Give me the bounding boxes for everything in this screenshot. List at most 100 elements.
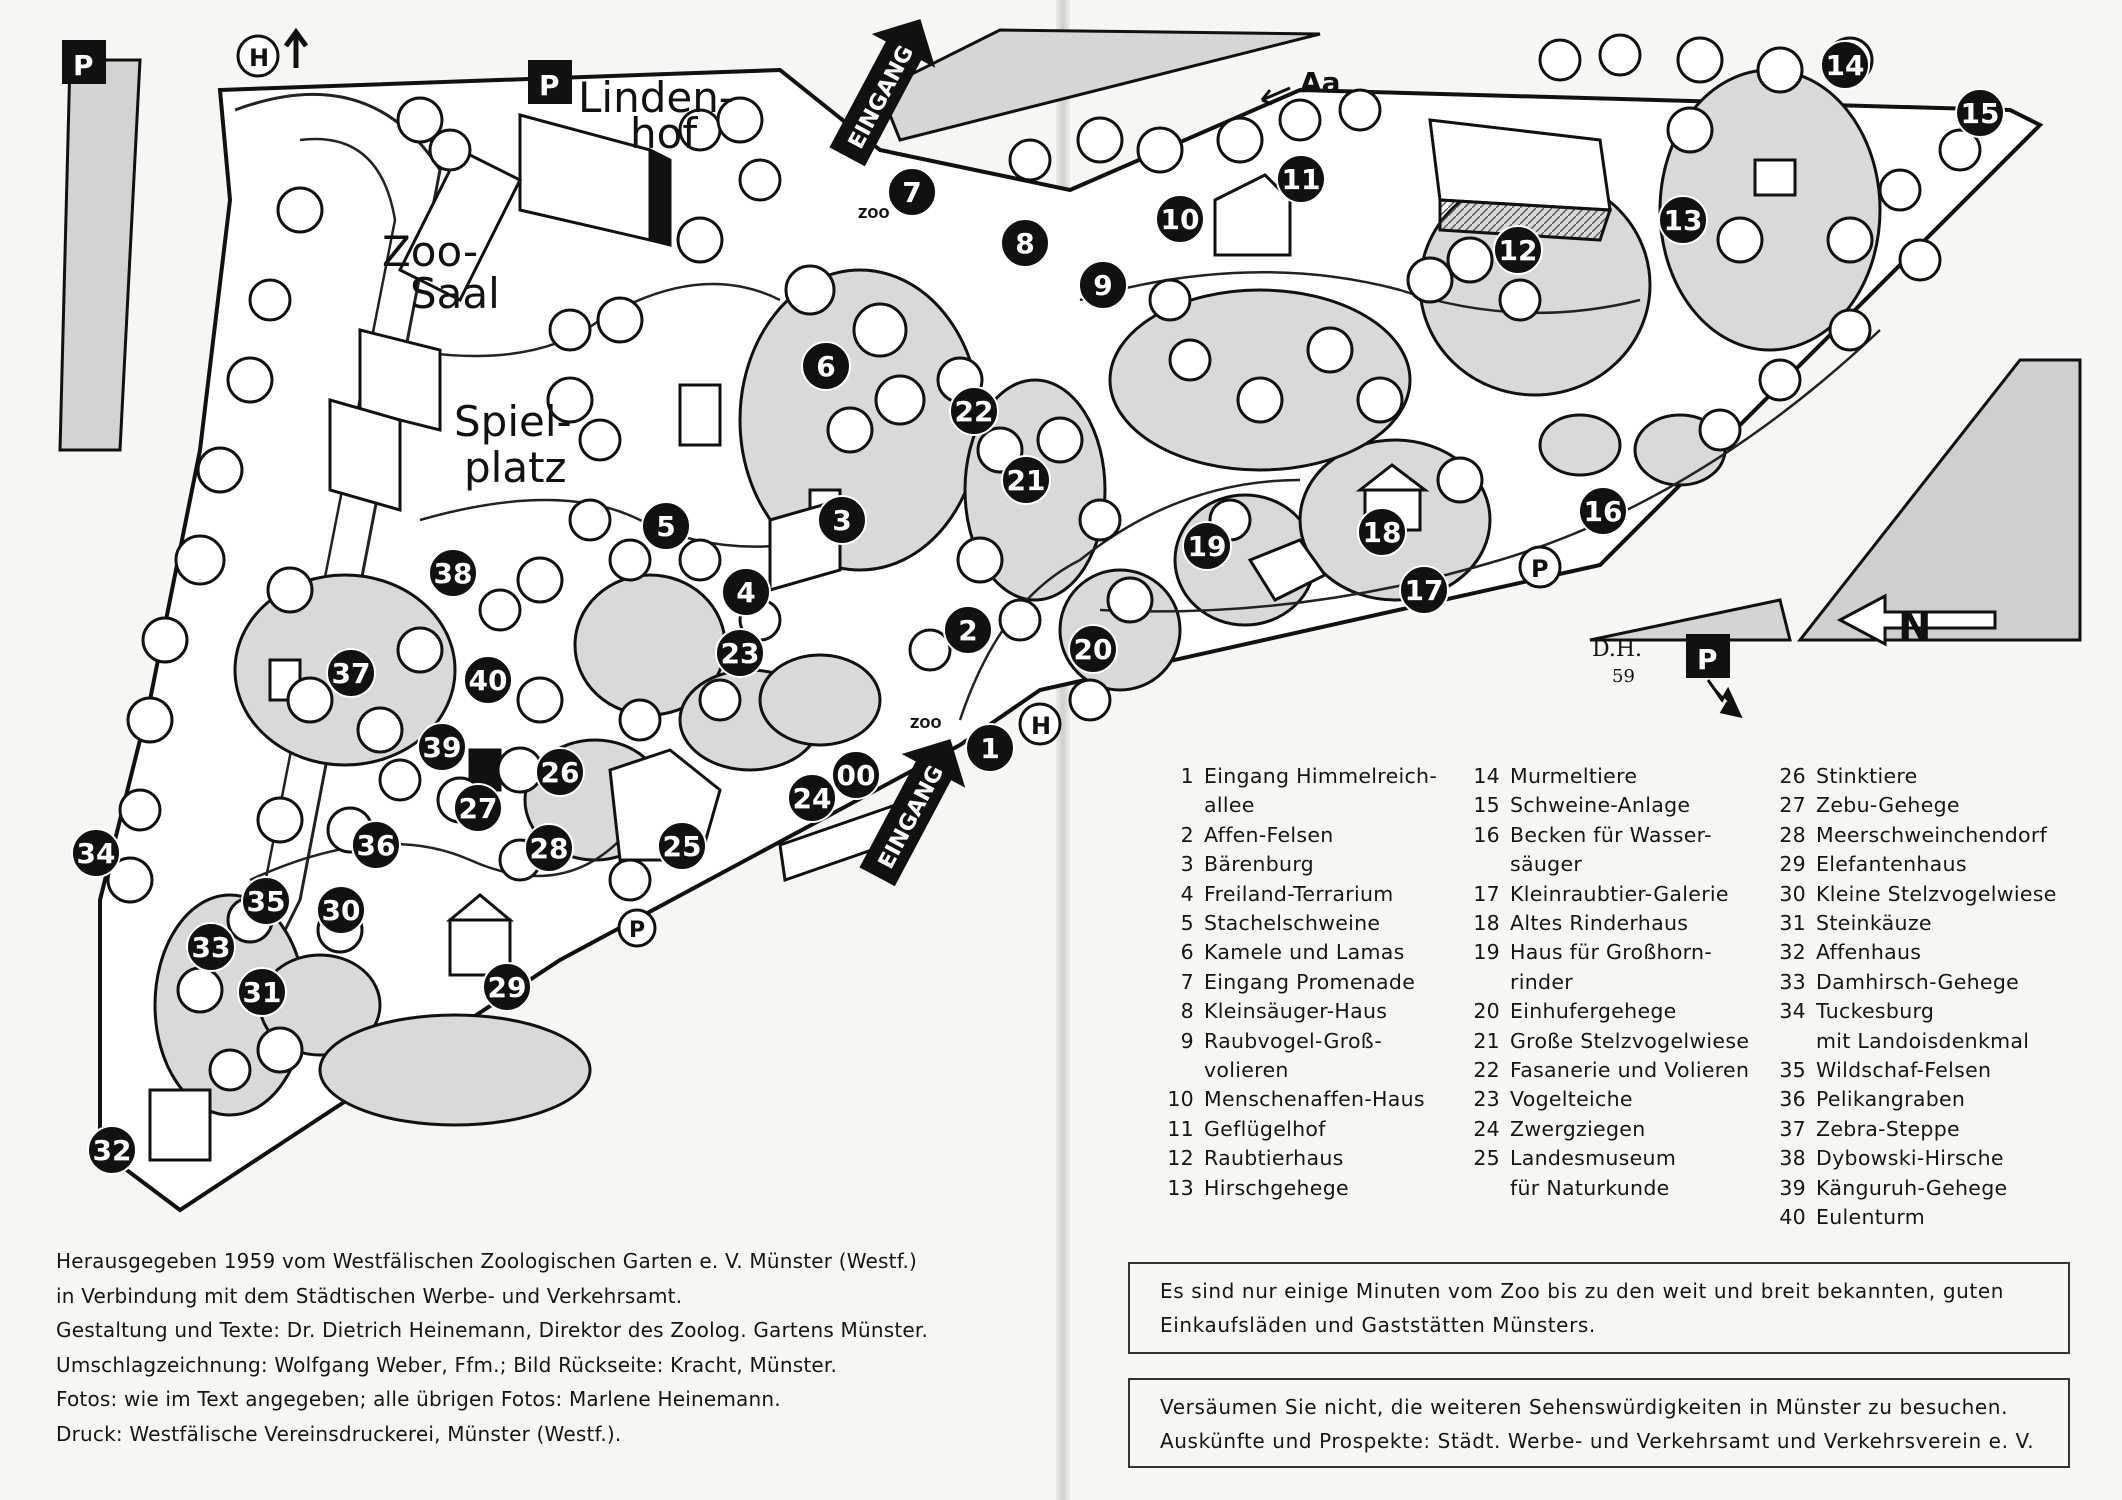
marker-31: 31 bbox=[237, 967, 287, 1017]
legend-label: Menschenaffen-Haus bbox=[1204, 1087, 1425, 1112]
marker-19: 19 bbox=[1182, 521, 1232, 571]
marker-number: 3 bbox=[832, 504, 851, 537]
number-markers: 1234567891011121314151617181920212223242… bbox=[71, 40, 2005, 1175]
marker-number: 00 bbox=[837, 759, 876, 792]
credits-line: Herausgegeben 1959 vom Westfälischen Zoo… bbox=[56, 1249, 918, 1273]
legend-number: 22 bbox=[1473, 1058, 1500, 1083]
north-arrow: N bbox=[1836, 593, 1997, 650]
legend-label: Hirschgehege bbox=[1204, 1175, 1349, 1200]
legend-number: 34 bbox=[1779, 999, 1806, 1024]
marker-number: 40 bbox=[469, 664, 508, 697]
legend-number: 21 bbox=[1473, 1028, 1500, 1053]
legend-label: Einhufergehege bbox=[1510, 999, 1677, 1024]
marker-15: 15 bbox=[1955, 88, 2005, 138]
marker-number: 37 bbox=[332, 657, 371, 690]
marker-10: 10 bbox=[1155, 194, 1205, 244]
marker-22: 22 bbox=[949, 386, 999, 436]
legend-label: Kleinsäuger-Haus bbox=[1204, 999, 1388, 1024]
info-line: Auskünfte und Prospekte: Städt. Werbe- u… bbox=[1160, 1429, 2035, 1453]
legend-label: Eulenturm bbox=[1816, 1205, 1926, 1230]
info-line: Einkaufsläden und Gaststätten Münsters. bbox=[1160, 1313, 1596, 1337]
marker-number: 20 bbox=[1074, 633, 1113, 666]
marker-37: 37 bbox=[326, 648, 376, 698]
marker-number: 25 bbox=[663, 830, 702, 863]
marker-number: 16 bbox=[1584, 495, 1623, 528]
marker-00: 00 bbox=[831, 750, 881, 800]
spielplatz-label-2: platz bbox=[464, 443, 567, 492]
marker-40: 40 bbox=[463, 655, 513, 705]
legend-number: 9 bbox=[1180, 1028, 1194, 1053]
legend-label: Becken für Wasser- säuger bbox=[1510, 822, 1712, 877]
legend-label: Zwergziegen bbox=[1510, 1116, 1646, 1141]
lindenhof-label: Linden- bbox=[578, 73, 734, 122]
credits-line: Fotos: wie im Text angegeben; alle übrig… bbox=[56, 1387, 781, 1411]
marker-number: 6 bbox=[816, 350, 835, 383]
marker-21: 21 bbox=[1001, 455, 1051, 505]
legend-label: Murmeltiere bbox=[1510, 764, 1638, 788]
marker-1: 1 bbox=[965, 723, 1015, 773]
marker-35: 35 bbox=[241, 876, 291, 926]
legend-item: 22 Fasanerie und Volieren bbox=[1466, 1056, 1749, 1085]
info-line: Versäumen Sie nicht, die weiteren Sehens… bbox=[1160, 1395, 2009, 1419]
legend-label: Stinktiere bbox=[1816, 764, 1918, 788]
legend-label: Känguruh-Gehege bbox=[1816, 1175, 2008, 1200]
marker-number: 19 bbox=[1188, 530, 1227, 563]
zoo-sign-bottom: ZOO bbox=[910, 717, 942, 732]
aa-arrow bbox=[1260, 86, 1291, 106]
legend-label: Fasanerie und Volieren bbox=[1510, 1058, 1750, 1083]
marker-number: 21 bbox=[1007, 464, 1046, 497]
legend-label: Affenhaus bbox=[1816, 940, 1922, 965]
legend-label: Dybowski-Hirsche bbox=[1816, 1146, 2004, 1171]
buildings bbox=[148, 113, 1797, 1162]
legend-number: 27 bbox=[1779, 793, 1806, 818]
marker-4: 4 bbox=[721, 567, 771, 617]
ring-path-left-inner bbox=[248, 137, 397, 961]
legend-number: 33 bbox=[1779, 969, 1806, 994]
marker-13: 13 bbox=[1658, 195, 1708, 245]
legend-label: Zebra-Steppe bbox=[1816, 1116, 1960, 1141]
signature: D.H. bbox=[1592, 637, 1642, 662]
marker-25: 25 bbox=[657, 821, 707, 871]
legend-number: 28 bbox=[1779, 822, 1806, 847]
svg-text:P: P bbox=[1697, 643, 1718, 676]
legend-label: Altes Rinderhaus bbox=[1510, 911, 1689, 936]
marker-32: 32 bbox=[87, 1125, 137, 1175]
legend-number: 2 bbox=[1180, 822, 1194, 847]
marker-number: 26 bbox=[541, 756, 580, 789]
parking-marker-circle-2: P bbox=[617, 908, 657, 948]
parking-marker-circle-1: P bbox=[1518, 545, 1562, 589]
legend-number: 12 bbox=[1167, 1146, 1194, 1171]
zoosaal-building bbox=[397, 147, 523, 303]
marker-number: 11 bbox=[1282, 163, 1321, 196]
marker-number: 5 bbox=[656, 510, 675, 543]
marker-number: 35 bbox=[247, 885, 286, 918]
legend-item: 8 Kleinsäuger-Haus bbox=[1160, 997, 1437, 1026]
legend-number: 8 bbox=[1180, 999, 1194, 1024]
marker-number: 17 bbox=[1405, 574, 1444, 607]
marker-number: 23 bbox=[721, 637, 760, 670]
marker-14: 14 bbox=[1820, 40, 1870, 90]
legend-number: 16 bbox=[1473, 822, 1500, 847]
legend-label: Tuckesburg mit Landoisdenkmal bbox=[1816, 999, 2030, 1053]
legend-number: 1 bbox=[1180, 764, 1194, 788]
marker-6: 6 bbox=[801, 341, 851, 391]
legend-label: Große Stelzvogelwiese bbox=[1510, 1028, 1750, 1053]
legend-number: 19 bbox=[1473, 940, 1500, 965]
zoosaal-label-2: Saal bbox=[410, 269, 500, 318]
marker-26: 26 bbox=[535, 747, 585, 797]
marker-24: 24 bbox=[787, 773, 837, 823]
